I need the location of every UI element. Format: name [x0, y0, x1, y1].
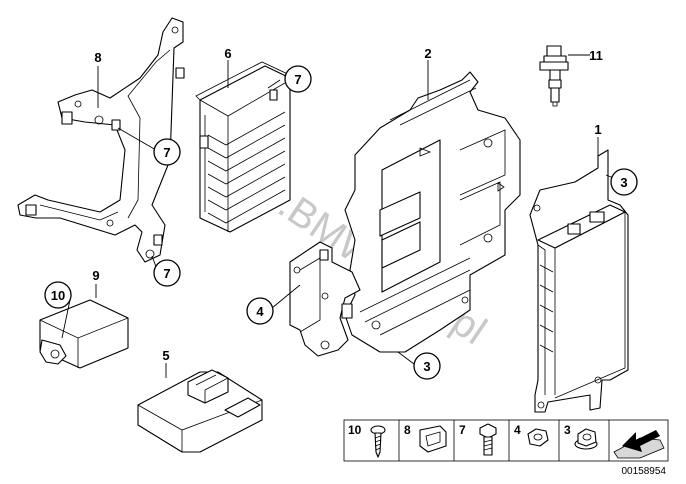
- callout-3-carrier: 3: [423, 359, 430, 374]
- callout-5: 5: [162, 348, 169, 363]
- hex-bolt-icon: [479, 423, 497, 456]
- circled-callout-8-screw-b: 7: [153, 259, 181, 287]
- callout-4-carrier: 4: [256, 304, 264, 319]
- module-6-drawing: [195, 61, 293, 233]
- circled-callout-2-nut-a: 4: [246, 297, 274, 325]
- table-label-3: 3: [564, 423, 571, 437]
- screw-icon: [370, 425, 386, 458]
- callout-1: 1: [594, 122, 601, 137]
- callout-7-module: 7: [294, 72, 301, 87]
- sensor-11-drawing: [539, 45, 569, 107]
- callout-6: 6: [224, 46, 231, 61]
- table-label-7: 7: [459, 423, 466, 437]
- reference-number: 00158954: [622, 466, 667, 477]
- callout-7-bracket-a: 7: [163, 145, 170, 160]
- table-label-4: 4: [514, 423, 521, 437]
- circled-callout-6-screw: 7: [284, 65, 312, 93]
- bracket-8-drawing: [17, 17, 185, 263]
- callout-9: 9: [92, 268, 99, 283]
- callout-3-control-unit: 3: [620, 175, 627, 190]
- fastener-table: 10 8 7 4 3: [343, 419, 669, 462]
- carrier-bracket-drawing: [289, 241, 361, 357]
- circled-callout-9-screw: 10: [44, 281, 72, 309]
- callout-2: 2: [424, 46, 431, 61]
- carrier-2-drawing: [344, 71, 521, 353]
- hex-nut-icon: [527, 428, 549, 447]
- callout-8: 8: [94, 50, 101, 65]
- sensor-9-drawing: [39, 299, 129, 369]
- table-label-8: 8: [404, 423, 411, 437]
- control-unit-1-drawing: [529, 149, 629, 413]
- callout-7-bracket-b: 7: [163, 266, 170, 281]
- module-5-drawing: [137, 369, 263, 453]
- callout-10-sensor: 10: [51, 288, 65, 303]
- flange-nut-icon: [574, 428, 598, 450]
- clip-nut-icon: [419, 425, 447, 453]
- circled-callout-8-screw-a: 7: [153, 138, 181, 166]
- circled-callout-2-nut-b: 3: [413, 352, 441, 380]
- table-label-10: 10: [348, 423, 362, 437]
- callout-11: 11: [589, 48, 603, 63]
- circled-callout-1-nut: 3: [610, 168, 638, 196]
- arrow-icon: [613, 430, 665, 459]
